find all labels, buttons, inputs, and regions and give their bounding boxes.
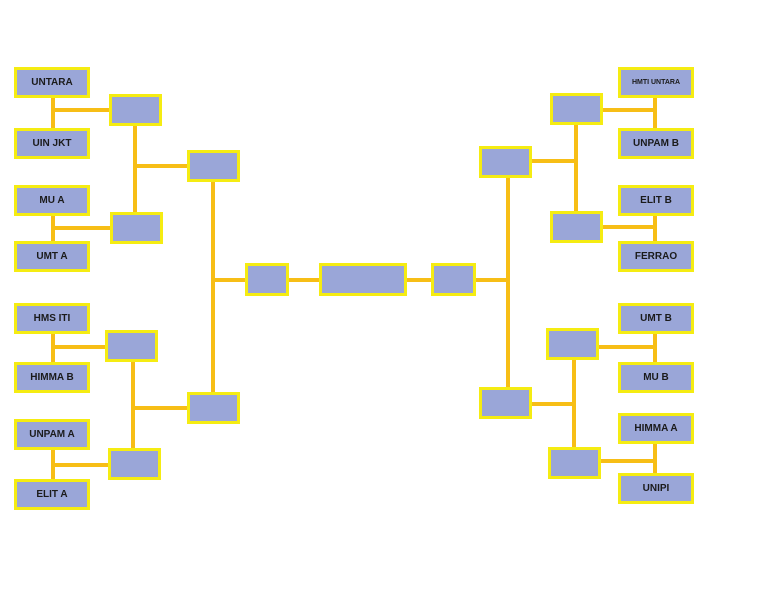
- right-round1-slot-4: [548, 447, 601, 479]
- team-box-left-6: HIMMA B: [14, 362, 90, 393]
- team-box-right-5: UMT B: [618, 303, 694, 334]
- right-round2-slot-1: [479, 146, 532, 178]
- team-box-right-2: UNPAM B: [618, 128, 694, 159]
- team-label: FERRAO: [634, 251, 678, 262]
- left-round1-slot-4: [108, 448, 161, 480]
- team-box-left-1: UNTARA: [14, 67, 90, 98]
- team-label: UMT A: [36, 251, 68, 262]
- right-round2-slot-2: [479, 387, 532, 419]
- left-round1-slot-3: [105, 330, 158, 362]
- final-slot: [319, 263, 407, 296]
- team-label: MU B: [643, 372, 669, 383]
- right-finalist-slot: [431, 263, 476, 296]
- team-label: UNIPI: [642, 483, 670, 494]
- team-box-right-6: MU B: [618, 362, 694, 393]
- right-round1-slot-2: [550, 211, 603, 243]
- team-box-left-4: UMT A: [14, 241, 90, 272]
- team-label: UNPAM B: [633, 138, 679, 149]
- team-label: HIMMA A: [634, 423, 678, 434]
- team-label: UNTARA: [31, 77, 73, 88]
- team-label: HMS ITI: [33, 313, 71, 324]
- team-label: HIMMA B: [30, 372, 74, 383]
- right-round1-slot-3: [546, 328, 599, 360]
- team-box-right-1: HMTI UNTARA: [618, 67, 694, 98]
- team-label: MU A: [39, 195, 65, 206]
- team-label: UNPAM A: [29, 429, 75, 440]
- team-box-left-2: UIN JKT: [14, 128, 90, 159]
- left-finalist-slot: [245, 263, 289, 296]
- right-round1-slot-1: [550, 93, 603, 125]
- team-label: HMTI UNTARA: [631, 79, 681, 86]
- team-label: ELIT B: [640, 195, 672, 206]
- team-box-right-3: ELIT B: [618, 185, 694, 216]
- team-box-left-5: HMS ITI: [14, 303, 90, 334]
- team-box-right-7: HIMMA A: [618, 413, 694, 444]
- team-box-left-8: ELIT A: [14, 479, 90, 510]
- team-box-right-4: FERRAO: [618, 241, 694, 272]
- left-round2-slot-2: [187, 392, 240, 424]
- team-label: UIN JKT: [32, 138, 72, 149]
- left-round2-slot-1: [187, 150, 240, 182]
- left-round1-slot-2: [110, 212, 163, 244]
- team-box-right-8: UNIPI: [618, 473, 694, 504]
- team-label: ELIT A: [36, 489, 68, 500]
- team-box-left-7: UNPAM A: [14, 419, 90, 450]
- left-round1-slot-1: [109, 94, 162, 126]
- team-label: UMT B: [640, 313, 672, 324]
- team-box-left-3: MU A: [14, 185, 90, 216]
